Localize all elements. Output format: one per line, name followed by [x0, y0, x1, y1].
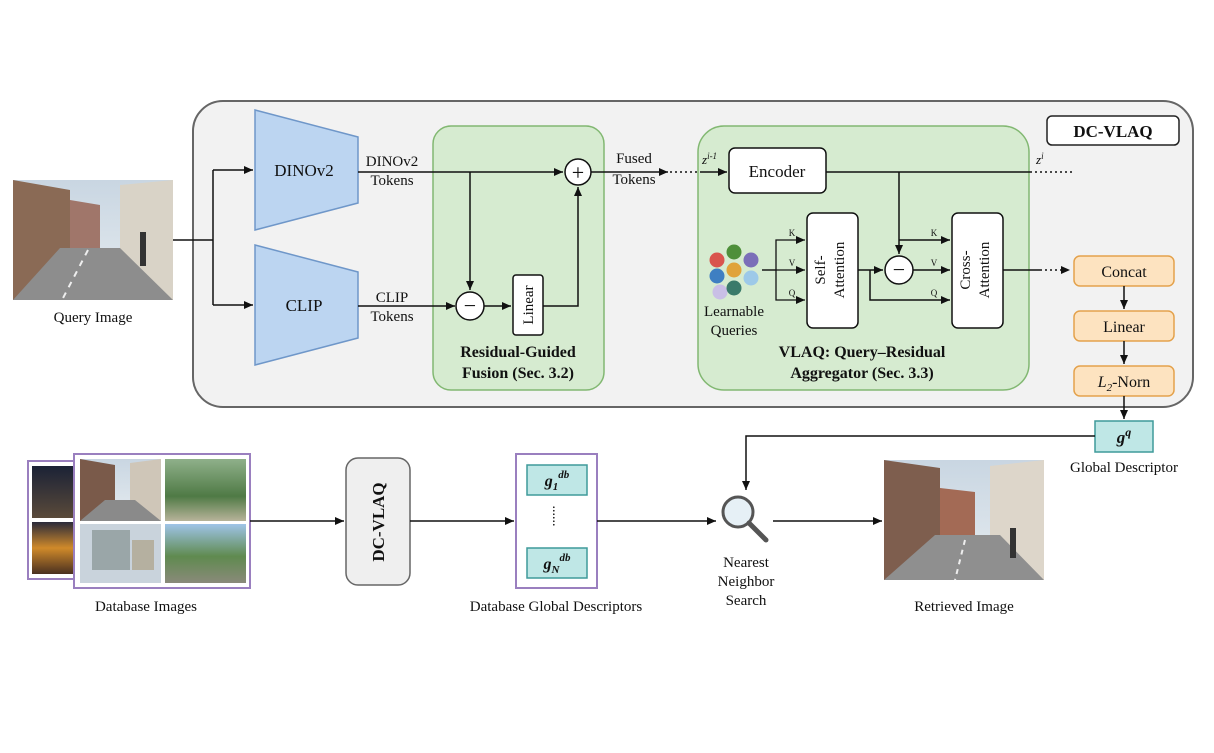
fusion-title-2: Fusion (Sec. 3.2)	[462, 365, 574, 382]
retrieved-image	[884, 460, 1044, 581]
vlaq-encoder-block	[728, 147, 827, 194]
vlaq-subtract-symbol: −	[893, 257, 905, 282]
subtract-symbol: −	[464, 293, 476, 318]
descriptor-ellipsis: ......	[549, 506, 564, 527]
learnable-queries-icon	[709, 244, 759, 300]
cross-attention-label-1: Cross-	[958, 250, 974, 289]
clip-encoder	[254, 244, 359, 366]
panel-title-box	[1046, 115, 1180, 146]
vlaq-encoder-label: Encoder	[749, 162, 806, 181]
database-images-stack	[27, 453, 251, 589]
self-q-label: Q	[789, 288, 796, 298]
cross-k-label: K	[931, 228, 938, 238]
l2-norm-label: L2-Norn	[1097, 374, 1151, 394]
z-prev-label: zi-1	[701, 151, 717, 167]
search-label-3: Search	[726, 593, 767, 609]
vlaq-title-1: VLAQ: Query–Residual	[779, 344, 946, 361]
fusion-title-1: Residual-Guided	[460, 344, 576, 361]
descriptor-gN	[526, 547, 588, 579]
query-split-connector	[173, 166, 253, 309]
fusion-linear-label: Linear	[521, 285, 537, 324]
fusion-module	[432, 125, 605, 391]
database-descriptors-label: Database Global Descriptors	[470, 599, 643, 615]
self-attention-inputs	[762, 236, 805, 304]
dinov2-tokens-label-2: Tokens	[370, 173, 413, 189]
vlaq-connectors	[700, 168, 1072, 304]
query-descriptor-symbol: gq	[1116, 425, 1132, 447]
self-k-label: K	[789, 228, 796, 238]
descriptor-gN-symbol: gNdb	[543, 552, 571, 576]
self-attention-label-1: Self-	[813, 255, 829, 284]
fused-tokens-label-1: Fused	[616, 151, 652, 167]
descriptor-g1	[526, 464, 588, 496]
fusion-linear-block	[512, 274, 544, 336]
database-images-label: Database Images	[95, 599, 197, 615]
descriptor-g1-symbol: g1db	[544, 469, 570, 493]
query-descriptor-box	[1094, 420, 1154, 453]
learnable-queries-label-2: Queries	[711, 323, 758, 339]
dinov2-tokens-label-1: DINOv2	[366, 154, 419, 170]
clip-label: CLIP	[286, 296, 323, 315]
concat-label: Concat	[1101, 264, 1147, 281]
retrieved-image-label: Retrieved Image	[914, 599, 1014, 615]
learnable-queries-label-1: Learnable	[704, 304, 764, 320]
vlaq-title-2: Aggregator (Sec. 3.3)	[790, 365, 933, 382]
clip-tokens-label-1: CLIP	[376, 290, 409, 306]
query-to-search-connector	[742, 435, 1095, 490]
panel-title: DC-VLAQ	[1073, 122, 1152, 141]
cross-q-label: Q	[931, 288, 938, 298]
global-descriptor-label: Global Descriptor	[1070, 460, 1178, 476]
fusion-connectors	[358, 168, 700, 310]
clip-tokens-label-2: Tokens	[370, 309, 413, 325]
magnifier-icon	[721, 495, 769, 543]
search-label-1: Nearest	[723, 555, 770, 571]
cross-v-label: V	[931, 258, 938, 268]
dinov2-label: DINOv2	[274, 161, 334, 180]
add-symbol: +	[572, 160, 584, 185]
query-image-label: Query Image	[54, 310, 133, 326]
self-v-label: V	[789, 258, 796, 268]
self-attention-label-2: Attention	[832, 241, 848, 298]
cross-attention-label-2: Attention	[977, 241, 993, 298]
z-next-label: zi	[1035, 151, 1044, 167]
db-model-label: DC-VLAQ	[369, 482, 388, 561]
search-label-2: Neighbor	[718, 574, 775, 590]
fused-tokens-label-2: Tokens	[612, 172, 655, 188]
dinov2-encoder	[254, 109, 359, 231]
query-image	[13, 180, 173, 301]
head-linear-label: Linear	[1103, 319, 1145, 336]
